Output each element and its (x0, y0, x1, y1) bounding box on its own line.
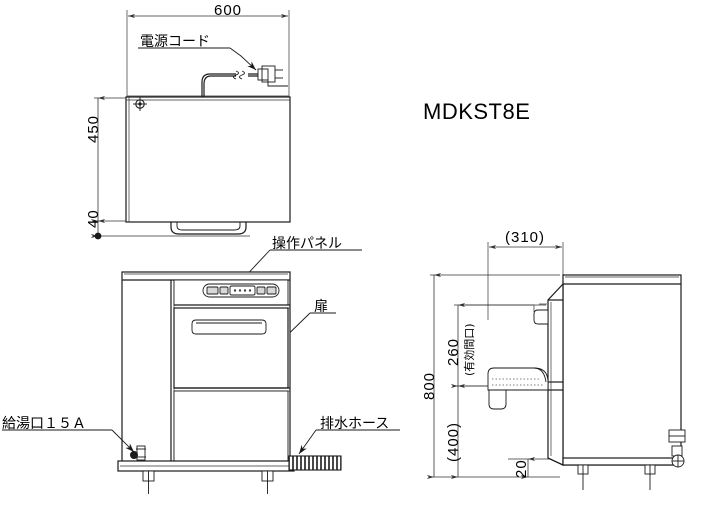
dimension-text-top-width: 600 (213, 2, 243, 19)
side-view-group (426, 242, 686, 490)
front-view-lower-panel (173, 390, 289, 462)
side-view-leg-rear (644, 464, 656, 490)
callout-label-door: 扉 (314, 299, 328, 315)
dimension-top-base-offset (90, 218, 250, 240)
front-view-leg-right (261, 470, 274, 494)
power-cord-drawing (201, 65, 288, 97)
dimension-text-top-height: 450 (85, 114, 102, 143)
drain-hose (288, 455, 342, 471)
callout-label-drain-hose: 排水ホース (320, 416, 390, 432)
front-view-door-handle[interactable] (191, 319, 267, 335)
side-view-upper-latch (533, 309, 549, 325)
front-view-leg-left (142, 470, 155, 494)
dimension-text-side-depth: (310) (504, 229, 546, 246)
model-number-label: MDKST8E (423, 99, 531, 124)
center-mark-icon (133, 97, 147, 111)
dimension-note-effective-opening: (有効間口) (463, 323, 476, 376)
top-view-handle-outline (170, 222, 247, 235)
top-view-body-outline (125, 96, 291, 223)
callout-label-power-cord: 電源コード (140, 34, 210, 50)
dimension-text-side-lower-height: (400) (445, 421, 462, 462)
front-view-group (2, 249, 400, 494)
dimension-side-depth (487, 242, 564, 320)
side-view-leg-front (577, 464, 589, 490)
dimension-text-side-opening-height: 260 (445, 337, 462, 366)
side-view-interior-rack (459, 367, 549, 410)
dimension-top-width (126, 10, 290, 100)
dimension-text-side-total-height: 800 (421, 371, 438, 400)
side-view-rear-connections (668, 429, 686, 468)
callout-label-hot-water-inlet: 給湯口１５Ａ (2, 416, 86, 432)
side-view-door-face (547, 282, 564, 466)
dimension-text-top-base-offset: 40 (85, 209, 102, 228)
dimension-text-side-foot-clearance: 20 (513, 459, 530, 478)
side-view-cabinet-outline (562, 274, 682, 466)
control-panel[interactable] (202, 283, 280, 298)
hot-water-inlet-fitting (130, 445, 146, 461)
callout-label-control-panel: 操作パネル (272, 236, 342, 252)
top-view-group (90, 10, 291, 240)
